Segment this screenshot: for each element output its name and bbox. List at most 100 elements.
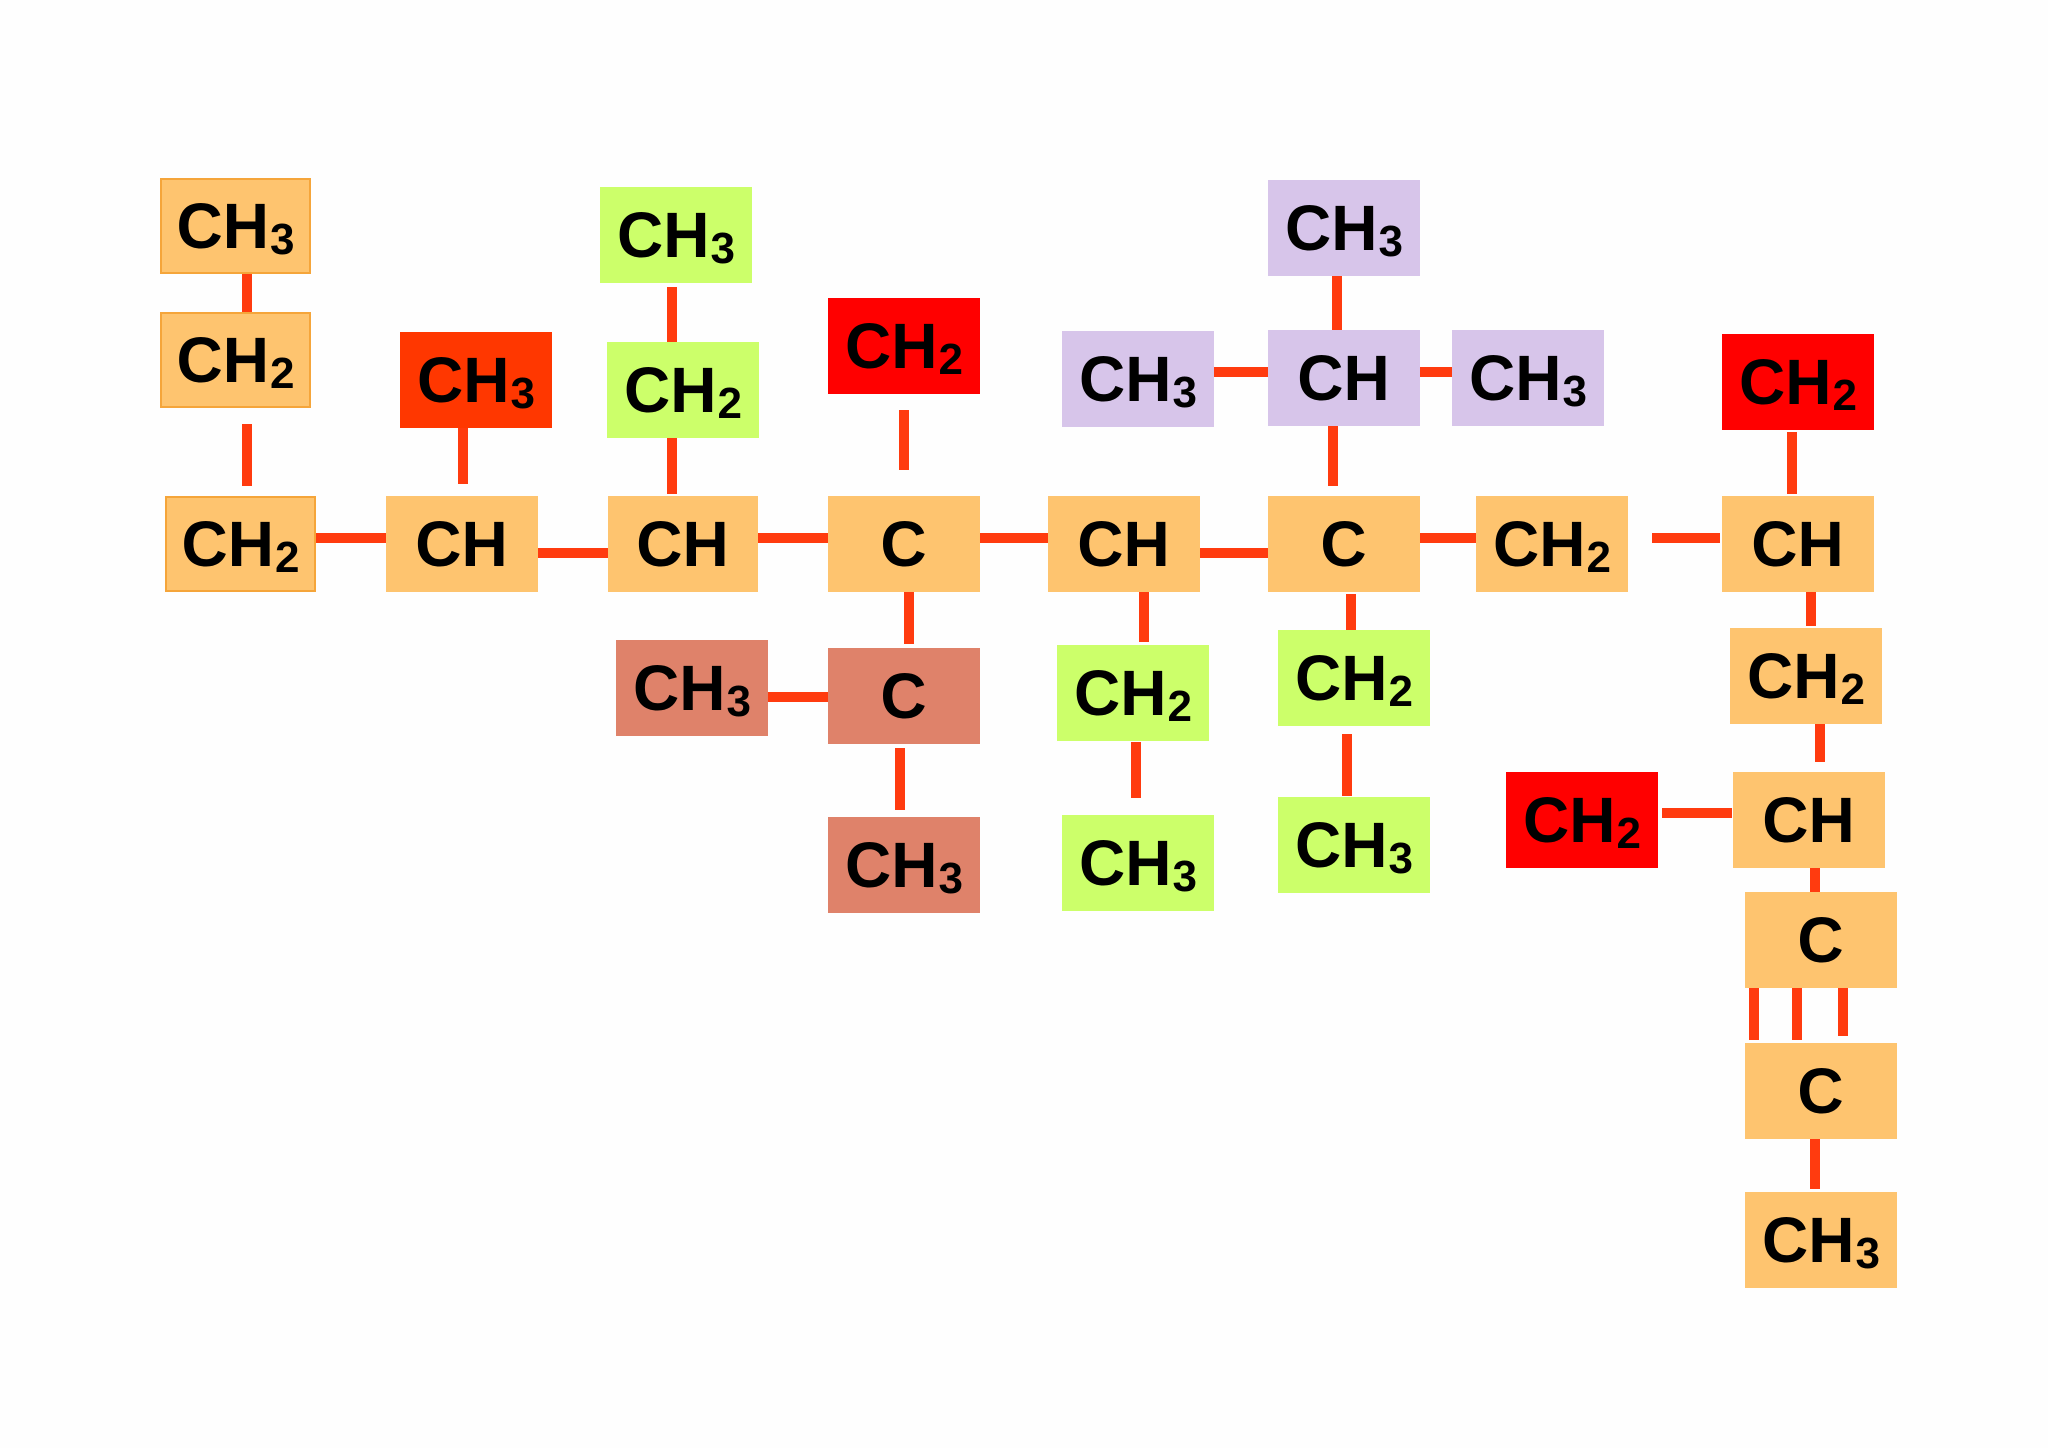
group-label: CH	[1762, 1204, 1855, 1276]
group-label: CH	[1523, 784, 1616, 856]
bond-c-ch-lavender	[1328, 424, 1338, 486]
group-label: CH	[1079, 827, 1172, 899]
group-subscript: 3	[1172, 368, 1197, 417]
bond-ch2-ch-right	[1815, 724, 1825, 762]
bond-ch-ch2-right	[1806, 586, 1816, 626]
bond-c-ch2-red-top	[899, 410, 909, 470]
bond-main-6-7	[1420, 533, 1490, 543]
bond-ch-c-right	[1810, 844, 1820, 892]
bond-ch2-ch3-green-right	[1342, 734, 1352, 796]
group-subscript: 2	[1167, 682, 1192, 731]
group-c-right-11: C	[1745, 892, 1897, 988]
group-subscript: 3	[726, 677, 751, 726]
bond-main-3-4	[758, 533, 828, 543]
group-label: CH	[1285, 192, 1378, 264]
group-label: CH	[1747, 640, 1840, 712]
group-subscript: 3	[1378, 217, 1403, 266]
bond-ch3-ch2-green-top	[667, 287, 677, 347]
group-label: CH	[1739, 346, 1832, 418]
group-subscript: 3	[938, 854, 963, 903]
bond-main-2-3	[538, 548, 608, 558]
group-label: C	[880, 508, 927, 580]
group-label: CH	[1077, 508, 1170, 580]
group-subscript: 3	[1172, 852, 1197, 901]
group-subscript: 2	[717, 379, 742, 428]
bond-c-c-salmon	[904, 584, 914, 644]
group-label: CH	[633, 652, 726, 724]
bond-ch-ch3-lavender-left	[1214, 367, 1270, 377]
group-ch-lavender: CH	[1268, 330, 1420, 426]
bond-c-ch2-green-right	[1346, 594, 1356, 636]
bond-c-ch3-end	[1810, 1135, 1820, 1189]
bond-main-1-2	[316, 533, 386, 543]
bond-triple-1	[1749, 980, 1759, 1040]
group-label: CH	[176, 324, 269, 396]
group-subscript: 3	[269, 215, 295, 264]
group-subscript: 2	[274, 533, 300, 582]
group-label: CH	[1074, 657, 1167, 729]
group-ch-main-8: CH	[1722, 496, 1874, 592]
group-subscript: 3	[1855, 1229, 1880, 1278]
group-ch-main-5: CH	[1048, 496, 1200, 592]
group-label: CH	[1751, 508, 1844, 580]
group-label: CH	[1079, 343, 1172, 415]
bond-triple-2	[1792, 988, 1802, 1040]
bond-triple-3	[1838, 988, 1848, 1036]
group-ch-right-10: CH	[1733, 772, 1885, 868]
bond-ch3-ch2-ethyl	[242, 270, 252, 332]
group-label: CH	[624, 354, 717, 426]
group-ch-main-2: CH	[386, 496, 538, 592]
group-label: CH	[176, 190, 269, 262]
group-c-main-4: C	[828, 496, 980, 592]
group-subscript: 2	[1616, 809, 1641, 858]
group-subscript: 2	[1586, 533, 1611, 582]
group-subscript: 2	[938, 335, 963, 384]
group-label: CH	[1469, 342, 1562, 414]
group-label: C	[1797, 1055, 1844, 1127]
bond-ch2-ch-green-top	[667, 434, 677, 494]
group-label: CH	[1297, 342, 1390, 414]
group-label: C	[1797, 904, 1844, 976]
group-c-main-6: C	[1268, 496, 1420, 592]
group-label: C	[1320, 508, 1367, 580]
group-label: C	[880, 660, 927, 732]
bond-main-7-8	[1652, 533, 1720, 543]
group-label: CH	[636, 508, 729, 580]
bond-ch2-ch2-ethyl	[242, 424, 252, 486]
group-label: CH	[415, 508, 508, 580]
bond-c-ch3-salmon-bottom	[895, 748, 905, 810]
group-subscript: 3	[1388, 834, 1413, 883]
group-label: CH	[845, 829, 938, 901]
bond-ch-ch3-lavender-top	[1332, 276, 1342, 334]
group-subscript: 2	[1832, 371, 1857, 420]
bond-ch-ch3-red	[458, 426, 468, 484]
group-label: CH	[417, 344, 510, 416]
group-c-salmon: C	[828, 648, 980, 744]
bond-ch-ch2-red-right	[1787, 432, 1797, 494]
bond-main-5-6	[1200, 548, 1270, 558]
group-subscript: 3	[710, 224, 735, 273]
group-subscript: 2	[1388, 667, 1413, 716]
bond-main-4-5	[980, 533, 1050, 543]
group-label: CH	[1295, 809, 1388, 881]
group-subscript: 3	[1562, 367, 1587, 416]
bond-ch-ch2-red-lower	[1662, 808, 1732, 818]
group-subscript: 3	[510, 369, 535, 418]
